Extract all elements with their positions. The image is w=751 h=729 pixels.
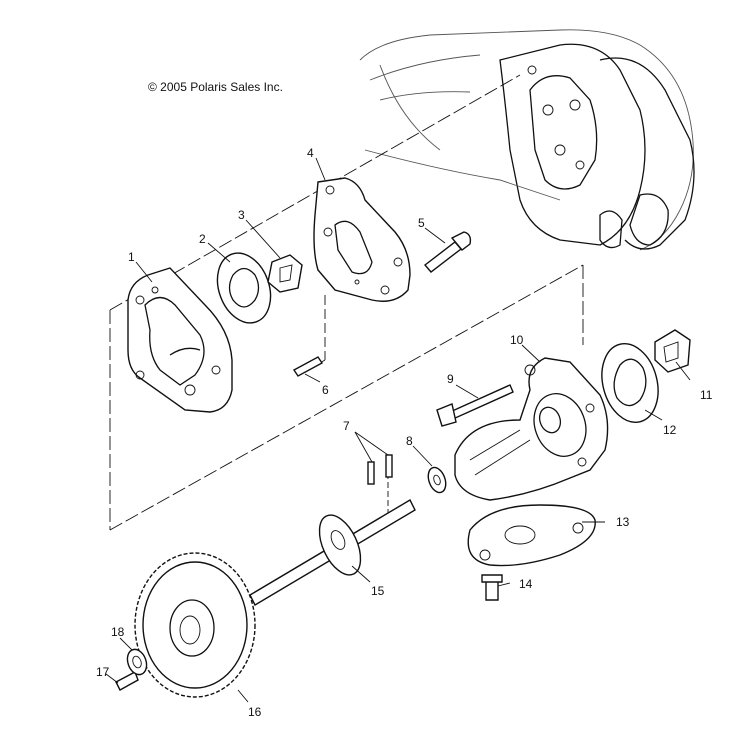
callout-5: 5 [418, 216, 425, 230]
drive-gear [134, 552, 256, 698]
callout-4: 4 [307, 146, 314, 160]
callout-10: 10 [510, 333, 524, 347]
outer-rotor [216, 252, 272, 324]
pump-body-plate [127, 267, 233, 413]
gasket-13 [467, 504, 596, 567]
leader-lines [105, 157, 691, 703]
callout-1: 1 [128, 250, 135, 264]
inner-rotor-11 [654, 329, 691, 373]
callout-7: 7 [343, 419, 350, 433]
callout-18: 18 [111, 625, 125, 639]
washer-18 [126, 648, 148, 676]
bolt-upper [423, 231, 472, 273]
copyright-text: © 2005 Polaris Sales Inc. [148, 80, 283, 94]
screw-14 [481, 574, 503, 601]
callout-3: 3 [238, 208, 245, 222]
pins-7 [367, 454, 393, 485]
callout-15: 15 [371, 584, 385, 598]
callout-6: 6 [322, 383, 329, 397]
pump-cover-plate [313, 177, 411, 302]
pump-housing [454, 357, 609, 501]
washer-8 [427, 466, 447, 494]
callout-11: 11 [700, 388, 713, 402]
bolt-9 [436, 384, 514, 427]
callout-14: 14 [519, 577, 533, 591]
crankcase-housing [359, 29, 695, 251]
drive-shaft [249, 499, 416, 606]
callout-2: 2 [199, 232, 206, 246]
callout-12: 12 [663, 423, 677, 437]
callout-9: 9 [447, 372, 454, 386]
inner-rotor [267, 254, 303, 293]
screw-17 [115, 671, 139, 691]
outer-rotor-12 [601, 343, 659, 423]
callout-8: 8 [406, 434, 413, 448]
callout-labels: 1 2 3 4 5 6 7 8 9 10 11 12 13 14 15 16 1… [96, 146, 713, 719]
callout-17: 17 [96, 665, 110, 679]
callout-16: 16 [248, 705, 262, 719]
callout-13: 13 [616, 515, 630, 529]
dowel-pin-6 [292, 356, 324, 377]
